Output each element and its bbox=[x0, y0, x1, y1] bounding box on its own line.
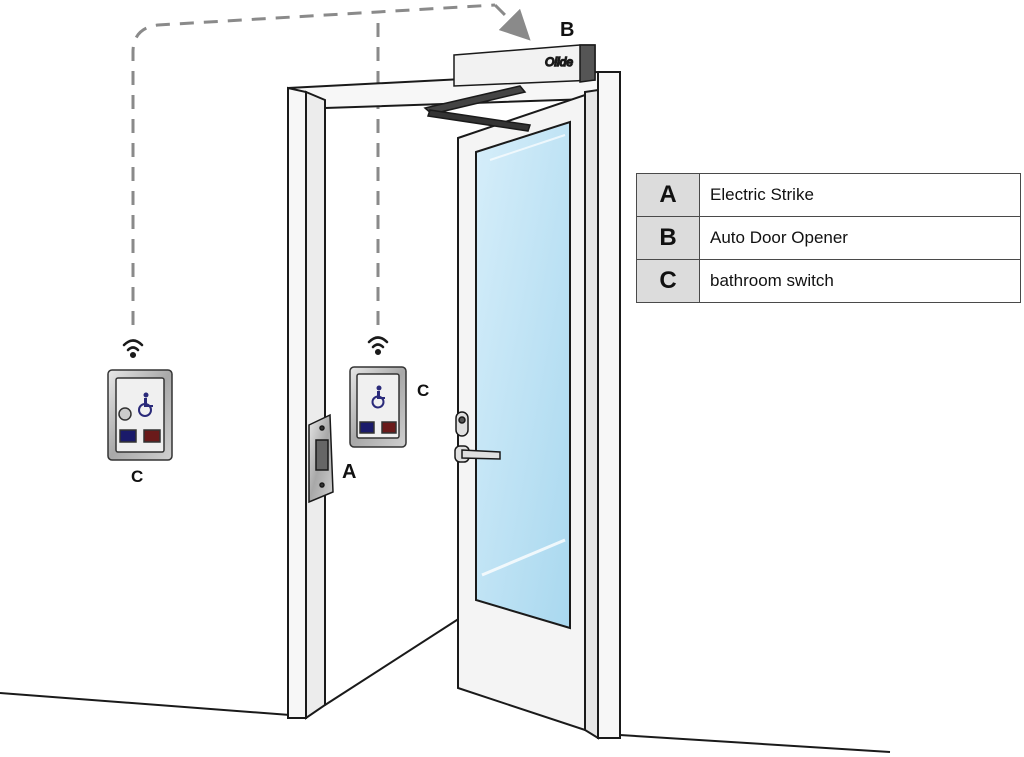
floor-lines bbox=[0, 617, 891, 753]
opener-brand-text: Olide bbox=[545, 55, 573, 69]
callout-switch-inside: C bbox=[417, 381, 430, 400]
wheelchair-accessibility-icon bbox=[138, 392, 153, 417]
legend-key: C bbox=[636, 259, 700, 303]
legend-text: Electric Strike bbox=[699, 173, 1021, 217]
legend-key: A bbox=[636, 173, 700, 217]
callout-strike: A bbox=[342, 461, 357, 483]
door-handle bbox=[454, 411, 501, 463]
wall-switch-inside bbox=[349, 366, 407, 448]
wireless-signal-paths bbox=[131, 3, 531, 325]
callout-opener: B bbox=[560, 19, 575, 41]
wifi-signal-icon bbox=[122, 339, 144, 359]
legend-table: A Electric Strike B Auto Door Opener C b… bbox=[636, 173, 1021, 303]
callout-switch-outside: C bbox=[131, 467, 144, 486]
legend-row: B Auto Door Opener bbox=[636, 216, 1021, 260]
legend-row: A Electric Strike bbox=[636, 173, 1021, 217]
electric-strike bbox=[308, 413, 334, 504]
wheelchair-accessibility-icon bbox=[371, 385, 385, 409]
auto-door-opener: Olide bbox=[423, 44, 596, 132]
wifi-signal-icon bbox=[367, 336, 389, 356]
legend-text: bathroom switch bbox=[699, 259, 1021, 303]
legend-text: Auto Door Opener bbox=[699, 216, 1021, 260]
legend-row: C bathroom switch bbox=[636, 259, 1021, 303]
door-frame bbox=[287, 71, 621, 740]
legend-key: B bbox=[636, 216, 700, 260]
door-leaf bbox=[457, 93, 586, 732]
wall-switch-outside bbox=[107, 369, 173, 461]
